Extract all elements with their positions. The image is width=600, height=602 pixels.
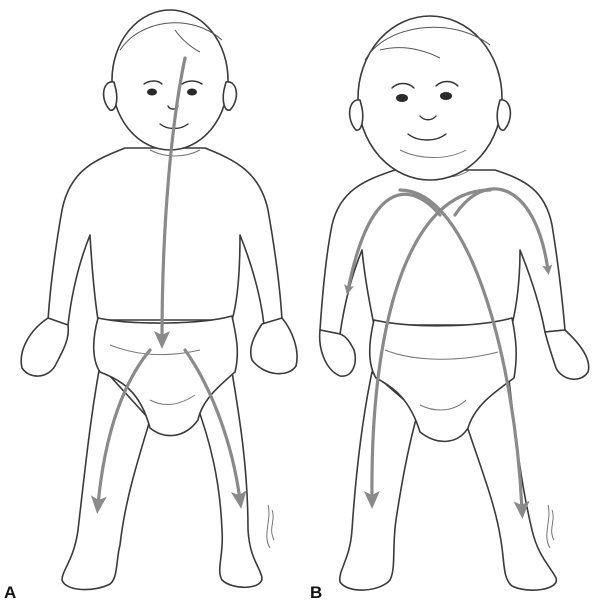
panel-label-a: A	[4, 583, 16, 602]
right-ear	[497, 100, 510, 130]
panel-b-infant	[320, 16, 589, 590]
panel-label-b: B	[310, 583, 322, 602]
left-hand	[21, 318, 68, 376]
signature-a	[267, 505, 274, 548]
panel-a-infant	[21, 10, 297, 590]
left-ear	[350, 100, 363, 130]
right-hand	[545, 330, 589, 379]
head	[358, 16, 502, 180]
right-ear	[223, 82, 236, 110]
left-hand	[320, 330, 356, 376]
left-ear	[104, 82, 117, 110]
signature-b	[547, 505, 554, 548]
right-hand	[251, 318, 297, 374]
head	[112, 10, 228, 150]
left-leg	[340, 372, 418, 590]
